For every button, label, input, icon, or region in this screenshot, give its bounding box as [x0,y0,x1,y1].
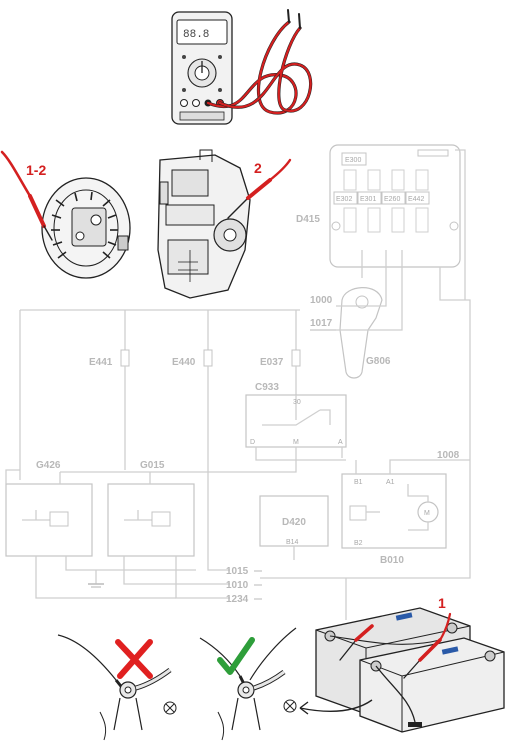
alternator-illustration [41,177,131,279]
b010-pin-b1: B1 [354,479,363,486]
svg-text:88.8: 88.8 [183,29,209,41]
label-c933: C933 [255,382,279,393]
label-d420: D420 [282,517,306,528]
wrong-connection-icon [115,639,153,679]
label-b010: B010 [380,555,404,566]
batteries-illustration [315,607,505,733]
d415-pin-e260: E260 [384,196,400,203]
c933-pin-d: D [250,439,255,446]
callout-2: 2 [254,160,262,176]
c933-pin-a: A [338,439,343,446]
terminal-detail-wrong [57,634,177,741]
label-d415: D415 [296,214,320,225]
label-wire-1015: 1015 [226,566,249,577]
label-wire-1017: 1017 [310,318,333,329]
multimeter-test-leads [206,9,313,115]
wiring-harness [5,149,471,620]
direction-arrow-icon [299,699,373,715]
label-g426: G426 [36,460,61,471]
c933-pin-m: M [293,439,299,446]
label-wire-1000: 1000 [310,295,333,306]
label-wire-1010: 1010 [226,580,249,591]
label-e440: E440 [172,357,196,368]
terminal-detail-correct [199,627,297,741]
b010-motor-m: M [424,510,430,517]
d415-module: E300 E302 E301 E260 E442 [329,144,461,268]
battery-probes [339,612,452,679]
b010-pin-a1: A1 [386,479,395,486]
label-g015: G015 [140,460,165,471]
d415-pin-e300: E300 [345,157,361,164]
alternator-probe [0,150,53,241]
callout-1-2: 1-2 [26,162,46,178]
label-wire-1234: 1234 [226,594,249,605]
label-e037: E037 [260,357,284,368]
d415-pin-e301: E301 [360,196,376,203]
callout-1: 1 [438,595,446,611]
c933-pin-30: 30 [293,399,301,406]
label-g806: G806 [366,356,391,367]
multimeter: 88.8 [171,11,233,125]
d420-pin-b14: B14 [286,539,299,546]
label-e441: E441 [89,357,113,368]
engine-illustration [157,149,251,299]
b010-pin-b2: B2 [354,540,363,547]
d415-pin-e442: E442 [408,196,424,203]
label-wire-1008: 1008 [437,450,460,461]
engine-probe [227,158,292,219]
correct-connection-icon [217,637,255,675]
d415-pin-e302: E302 [336,196,352,203]
